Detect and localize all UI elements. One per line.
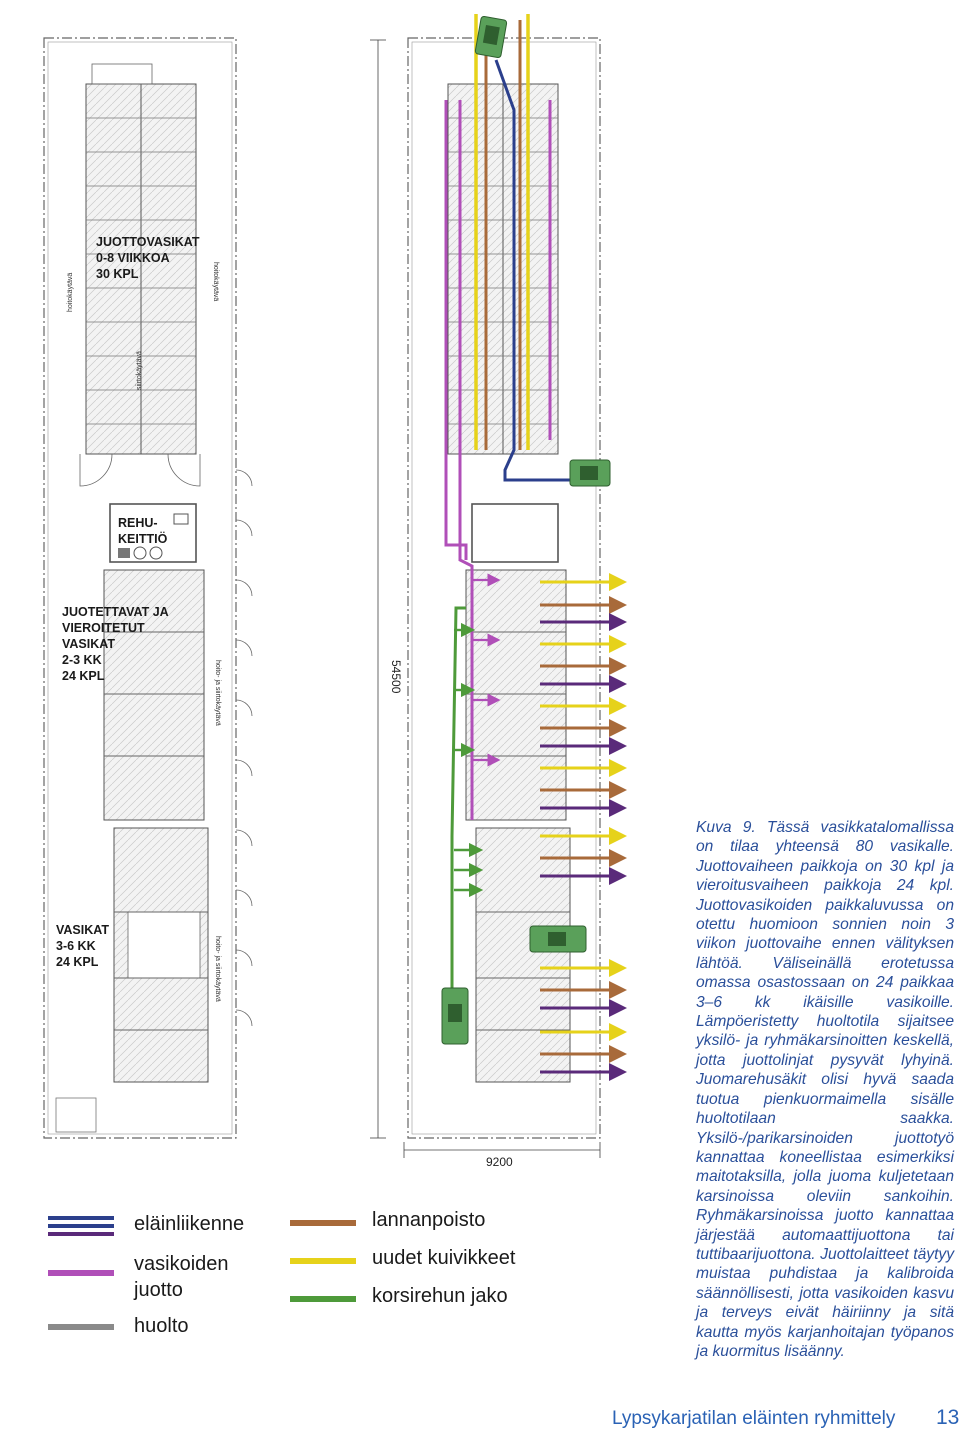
legend-manure-removal: lannanpoisto <box>372 1209 486 1231</box>
aisle-hoito1-label: hoito- ja siirtokäytävä <box>214 660 221 726</box>
zone1-age: 0-8 VIIKKOA <box>96 251 170 265</box>
legend-swatch-manure <box>290 1220 356 1226</box>
legend-swatch-calf-feeding <box>48 1270 114 1276</box>
zone3-count: 24 KPL <box>56 955 99 969</box>
tractor-icon <box>474 16 508 58</box>
legend-swatch-bedding <box>290 1258 356 1264</box>
legend-maintenance: huolto <box>134 1315 189 1337</box>
zone1-count: 30 KPL <box>96 267 139 281</box>
aisle-right-label: hoitokäytävä <box>212 262 219 301</box>
legend-roughage: korsirehun jako <box>372 1285 508 1307</box>
right-plan <box>407 14 627 1139</box>
dimension-length: 54500 <box>389 660 403 694</box>
legend-new-bedding: uudet kuivikkeet <box>372 1247 516 1269</box>
dimension-width: 9200 <box>486 1155 513 1169</box>
legend-swatch-animal-traffic <box>48 1216 114 1220</box>
zone2-title: JUOTETTAVAT JA <box>62 605 169 619</box>
legend-calf-feeding-1: vasikoiden <box>134 1253 229 1275</box>
zone2-title2: VIEROITETUT <box>62 621 145 635</box>
zone2-count: 24 KPL <box>62 669 105 683</box>
page-number: 13 <box>936 1406 960 1429</box>
zone1-title: JUOTTOVASIKAT <box>96 235 200 249</box>
inner-wall-left <box>47 41 233 1135</box>
footer-title: Lypsykarjatilan eläinten ryhmittely <box>612 1408 896 1429</box>
zone2-title3: VASIKAT <box>62 637 115 651</box>
zone2-age: 2-3 KK <box>62 653 102 667</box>
zone3-age: 3-6 KK <box>56 939 96 953</box>
aisle-left-label: hoitokäytävä <box>67 273 74 312</box>
zone2-pens <box>103 569 205 821</box>
figure-caption: Kuva 9. Tässä vasikkatalomallissa on til… <box>696 819 954 1360</box>
aisle-hoito2-label: hoito- ja siirtokäytävä <box>214 936 221 1002</box>
outer-wall-left <box>43 37 237 1139</box>
feed-kitchen-line2: KEITTIÖ <box>118 531 168 546</box>
legend-calf-feeding-2: juotto <box>134 1279 183 1301</box>
feed-kitchen-line1: REHU- <box>118 516 158 530</box>
left-plan: JUOTTOVASIKAT 0-8 VIIKKOA 30 KPL REHU- K… <box>43 37 601 1169</box>
zone3-title: VASIKAT <box>56 923 109 937</box>
tractor-icon-4 <box>441 987 469 1045</box>
tractor-icon-2 <box>569 459 611 487</box>
legend-swatch-roughage <box>290 1296 356 1302</box>
flow-roughage <box>450 606 466 1020</box>
aisle-center-label: siirtokäytävä <box>136 351 143 390</box>
tractor-icon-3 <box>529 925 587 953</box>
legend-animal-traffic: eläinliikenne <box>134 1213 245 1235</box>
legend-swatch-maintenance <box>48 1324 114 1330</box>
